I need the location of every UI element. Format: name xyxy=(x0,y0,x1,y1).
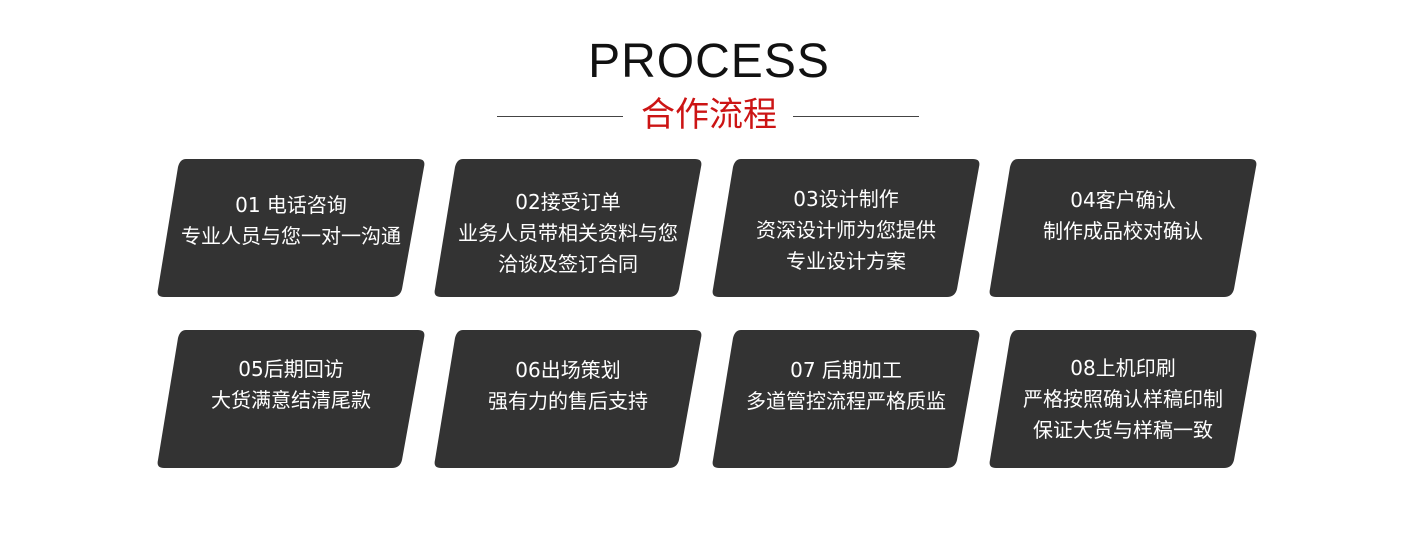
step-text: 06出场策划 强有力的售后支持 xyxy=(443,355,693,417)
process-step-card: 08上机印刷 严格按照确认样稿印制 保证大货与样稿一致 xyxy=(988,328,1258,470)
step-title: 05后期回访 xyxy=(238,357,344,381)
step-description: 强有力的售后支持 xyxy=(488,389,648,413)
card-shape xyxy=(157,330,425,468)
step-text: 04客户确认 制作成品校对确认 xyxy=(998,185,1248,247)
step-title: 06出场策划 xyxy=(515,358,621,382)
process-step-card: 05后期回访 大货满意结清尾款 xyxy=(156,328,426,470)
card-shape xyxy=(989,330,1257,468)
card-shape xyxy=(434,330,702,468)
card-shape xyxy=(434,159,702,297)
step-description: 严格按照确认样稿印制 xyxy=(1023,387,1223,411)
step-title: 04客户确认 xyxy=(1070,188,1176,212)
card-shape xyxy=(712,330,980,468)
process-step-card: 06出场策划 强有力的售后支持 xyxy=(433,328,703,470)
subtitle-row: 合作流程 xyxy=(0,92,1418,138)
process-step-card: 03设计制作 资深设计师为您提供 专业设计方案 xyxy=(711,157,981,299)
title-chinese: 合作流程 xyxy=(641,95,777,135)
card-shape xyxy=(712,159,980,297)
card-shape xyxy=(157,159,425,297)
step-title: 01 电话咨询 xyxy=(235,193,347,217)
step-text: 07 后期加工 多道管控流程严格质监 xyxy=(721,355,971,417)
step-description: 多道管控流程严格质监 xyxy=(746,389,946,413)
step-title: 07 后期加工 xyxy=(790,358,902,382)
process-step-card: 02接受订单 业务人员带相关资料与您 洽谈及签订合同 xyxy=(433,157,703,299)
card-shape xyxy=(989,159,1257,297)
step-description: 资深设计师为您提供 xyxy=(756,218,936,242)
step-description: 业务人员带相关资料与您 xyxy=(458,221,678,245)
step-text: 03设计制作 资深设计师为您提供 专业设计方案 xyxy=(721,184,971,277)
step-title: 03设计制作 xyxy=(793,187,899,211)
step-description: 制作成品校对确认 xyxy=(1043,219,1203,243)
step-text: 01 电话咨询 专业人员与您一对一沟通 xyxy=(166,190,416,252)
process-step-card: 04客户确认 制作成品校对确认 xyxy=(988,157,1258,299)
step-text: 08上机印刷 严格按照确认样稿印制 保证大货与样稿一致 xyxy=(998,353,1248,446)
step-description: 大货满意结清尾款 xyxy=(211,388,371,412)
step-description: 保证大货与样稿一致 xyxy=(1033,418,1213,442)
step-title: 08上机印刷 xyxy=(1070,356,1176,380)
process-step-card: 01 电话咨询 专业人员与您一对一沟通 xyxy=(156,157,426,299)
step-description: 专业人员与您一对一沟通 xyxy=(181,224,401,248)
step-description: 专业设计方案 xyxy=(786,249,906,273)
step-title: 02接受订单 xyxy=(515,190,621,214)
section-header: PROCESS 合作流程 xyxy=(0,0,1418,140)
step-text: 02接受订单 业务人员带相关资料与您 洽谈及签订合同 xyxy=(443,187,693,280)
divider-right xyxy=(793,116,919,117)
divider-left xyxy=(497,116,623,117)
title-english: PROCESS xyxy=(588,35,830,88)
step-description: 洽谈及签订合同 xyxy=(498,252,638,276)
step-text: 05后期回访 大货满意结清尾款 xyxy=(166,354,416,416)
process-step-card: 07 后期加工 多道管控流程严格质监 xyxy=(711,328,981,470)
